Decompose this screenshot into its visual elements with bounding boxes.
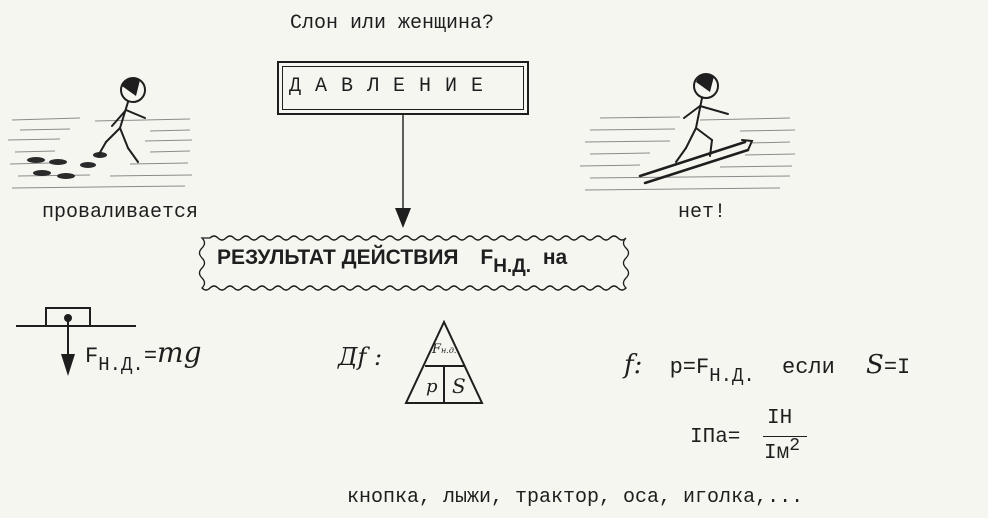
triangle-top-subscript: н.д.	[441, 346, 457, 355]
gravity-formula: FН.Д.=mg	[85, 336, 202, 376]
gravity-force-subscript: Н.Д.	[98, 354, 144, 376]
result-box-border	[198, 235, 630, 291]
examples-list: кнопка, лыжи, трактор, оса, иголка,...	[347, 486, 804, 509]
result-force-subscript: Н.Д.	[493, 256, 532, 277]
result-label: РЕЗУЛЬТАТ ДЕЙСТВИЯ	[217, 246, 459, 269]
pressure-triangle-icon	[404, 319, 484, 404]
definition-area-value: =I	[883, 355, 911, 380]
gravity-arrow-icon	[61, 354, 75, 376]
left-caption: проваливается	[42, 201, 199, 224]
definition-label: f:	[624, 350, 643, 380]
unit-denominator-base: Iм	[764, 442, 790, 465]
main-title-box: Д А В Л Е Н И Е	[277, 61, 529, 115]
triangle-top-symbol: F	[432, 342, 442, 357]
right-snow-hatching	[579, 116, 796, 191]
unit-exponent: 2	[789, 436, 801, 456]
sinking-person-icon	[97, 77, 146, 163]
triangle-top: Fн.д.	[432, 342, 456, 357]
definition-area-symbol: S	[866, 350, 884, 380]
definition-formula: f: p=FН.Д. если S=I	[624, 350, 911, 387]
result-tail: на	[542, 246, 568, 269]
gravity-force-symbol: F	[85, 344, 99, 369]
fraction-bar	[763, 436, 807, 437]
main-title: Д А В Л Е Н И Е	[289, 75, 485, 98]
gravity-rhs: mg	[157, 336, 202, 369]
unit-denominator: Iм2	[764, 436, 800, 465]
definition-lhs: p=F	[669, 355, 710, 380]
left-snow-hatching	[7, 117, 193, 189]
gravity-equals: =	[143, 344, 158, 369]
arrow-head-icon	[395, 208, 411, 228]
unit-numerator: IН	[767, 407, 793, 430]
result-force-symbol: F	[480, 246, 494, 269]
triangle-bottom-right: S	[452, 374, 466, 398]
result-box-text: РЕЗУЛЬТАТ ДЕЙСТВИЯ FН.Д. на	[217, 246, 568, 277]
skier-person-icon	[638, 73, 754, 185]
unit-lhs: IПа=	[690, 426, 741, 449]
header-question: Слон или женщина?	[290, 12, 495, 35]
definition-subscript: Н.Д.	[709, 365, 755, 387]
footprints-icon	[27, 152, 107, 179]
right-caption: нет!	[678, 201, 727, 224]
triangle-label: Дf :	[338, 343, 383, 371]
definition-condition: если	[782, 355, 835, 380]
triangle-bottom-left: p	[426, 376, 438, 397]
weight-on-support-icon	[16, 307, 136, 364]
